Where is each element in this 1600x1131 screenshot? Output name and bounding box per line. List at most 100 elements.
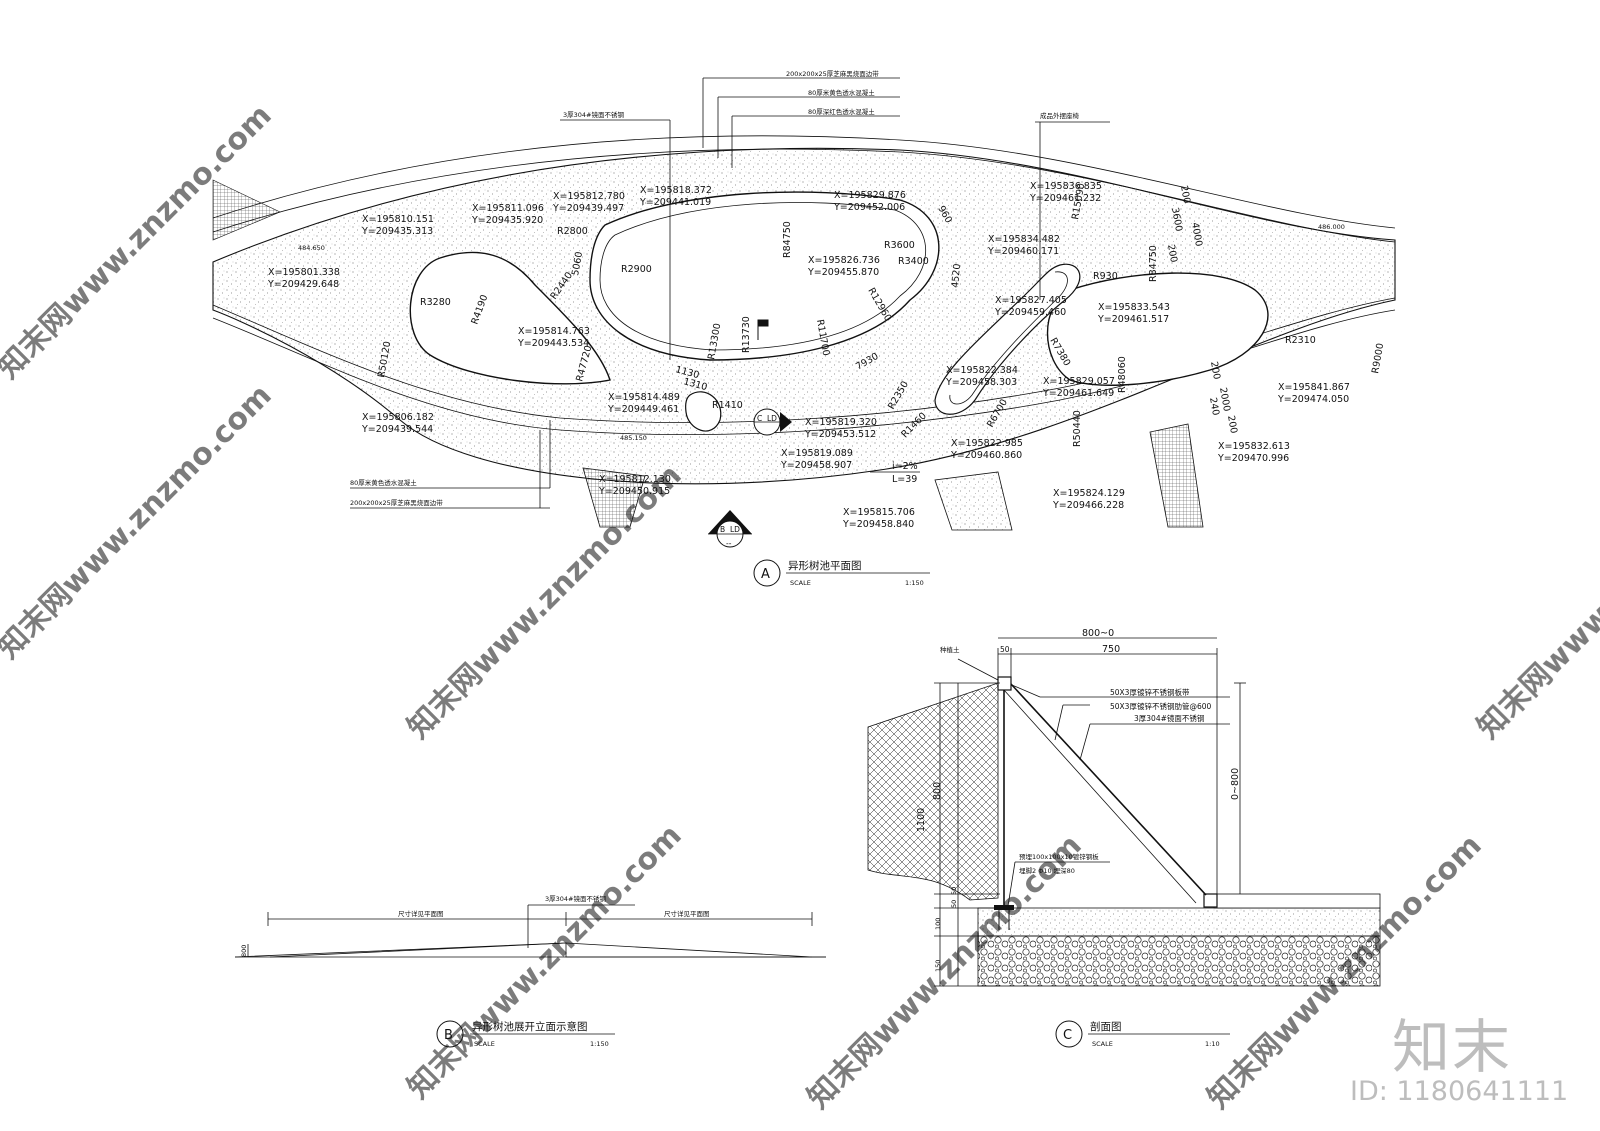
dim-label: i=2% <box>892 461 918 472</box>
coord-x: X=195827.405 <box>995 295 1067 306</box>
elevation-note: 3厚304#镜面不锈钢 <box>545 894 606 903</box>
coord-y: Y=209466.228 <box>1052 500 1124 511</box>
coord-x: X=195819.089 <box>781 448 853 459</box>
dim-label: 5060 <box>570 251 585 277</box>
svg-text:--: -- <box>726 539 732 548</box>
section-dim: 50 <box>1000 645 1010 654</box>
gravel-layer <box>977 935 1381 987</box>
corner-grid-patch <box>212 179 281 241</box>
dim-label: L=39 <box>892 474 917 485</box>
coord-x: X=195814.763 <box>518 326 590 337</box>
soil-wedge <box>867 682 999 901</box>
dim-label: 4000 <box>1189 222 1204 248</box>
svg-text:知末网www.znzmo.com: 知末网www.znzmo.com <box>1471 458 1600 746</box>
coord-y: Y=209461.649 <box>1042 388 1114 399</box>
asset-id: ID: 1180641111 <box>1350 1076 1569 1107</box>
coord-x: X=195815.706 <box>843 507 915 518</box>
svg-text:异形树池展开立面示意图: 异形树池展开立面示意图 <box>472 1020 588 1033</box>
svg-text:知末网www.znzmo.com: 知末网www.znzmo.com <box>401 818 689 1106</box>
band-inner-top <box>212 148 1396 243</box>
elevation-callout-b[interactable]: B LD -- <box>708 510 752 548</box>
elevation-dim-right: 尺寸详见平面图 <box>664 909 710 918</box>
title-a: A 异形树池平面图 SCALE 1:150 <box>753 559 930 587</box>
dim-label: 200 <box>1165 244 1179 264</box>
coord-y: Y=209435.313 <box>361 226 433 237</box>
coord-x: X=195814.489 <box>608 392 680 403</box>
svg-text:1:10: 1:10 <box>1205 1040 1220 1048</box>
section-dim: 1100 <box>916 808 927 832</box>
svg-text:SCALE: SCALE <box>474 1040 495 1048</box>
svg-text:知末网www.znzmo.com: 知末网www.znzmo.com <box>0 378 279 666</box>
radius-label: R13730 <box>741 316 752 353</box>
coord-y: Y=209460.171 <box>987 246 1059 257</box>
section-dim: 750 <box>1102 644 1120 655</box>
radius-label: R84750 <box>1148 245 1159 282</box>
section-dim: 0~800 <box>1230 768 1241 800</box>
svg-text:知末网www.znzmo.com: 知末网www.znzmo.com <box>401 458 689 746</box>
planter-small <box>685 391 722 432</box>
coord-y: Y=209461.517 <box>1097 314 1169 325</box>
planter-center <box>589 191 940 361</box>
coord-x: X=195832.613 <box>1218 441 1290 452</box>
coord-x: X=195841.867 <box>1278 382 1350 393</box>
svg-text:1:150: 1:150 <box>590 1040 609 1048</box>
coord-x: X=195836.835 <box>1030 181 1102 192</box>
seat-bench <box>934 263 1081 415</box>
radius-label: R84750 <box>782 221 793 258</box>
concrete-layer <box>977 907 1381 937</box>
elevation-dim-left: 尺寸详见平面图 <box>398 909 444 918</box>
coord-x: X=195812.780 <box>553 191 625 202</box>
band-outer-top <box>212 135 1396 229</box>
radius-label: R3600 <box>884 240 915 251</box>
svg-text:知末网www.znzmo.com: 知末网www.znzmo.com <box>0 98 279 386</box>
note-seat: 成品外摆座椅 <box>1040 111 1080 120</box>
coord-y: Y=209450.915 <box>598 486 670 497</box>
coord-y: Y=209458.907 <box>780 460 852 471</box>
section-dim: 150 <box>934 960 942 972</box>
section-c: 种植土 50X3厚镀锌不锈钢板带 50X3厚镀锌不锈钢肋管@600 3厚304#… <box>867 628 1381 987</box>
svg-text:C: C <box>1063 1028 1072 1043</box>
radius-label: R930 <box>1093 271 1118 282</box>
svg-text:A: A <box>761 567 770 582</box>
adjoining-path <box>1149 423 1204 528</box>
coord-y: Y=209461.232 <box>1029 193 1101 204</box>
section-embed: 埋脚2 Φ10 埋深80 <box>1019 866 1075 875</box>
section-dim: 50 <box>950 900 958 908</box>
dim-label: 3600 <box>1169 207 1184 233</box>
coord-y: Y=209455.870 <box>807 267 879 278</box>
coord-y: Y=209429.648 <box>267 279 339 290</box>
planter-center-inner <box>599 202 927 351</box>
note-yellow-top: 80厚米黄色透水混凝土 <box>808 88 875 97</box>
brand-logo-text: 知末 <box>1392 1013 1513 1081</box>
section-embed: 预埋100x100x10镀锌钢板 <box>1019 852 1099 861</box>
radius-label: R3280 <box>420 297 451 308</box>
radius-label: R48060 <box>1117 356 1128 393</box>
section-dim: 800 <box>932 782 943 800</box>
coord-x: X=195822.985 <box>951 438 1023 449</box>
section-note: 50X3厚镀锌不锈钢肋管@600 <box>1110 701 1211 711</box>
section-dim: 800~0 <box>1082 628 1114 639</box>
level-label: 484.650 <box>298 244 325 252</box>
section-callout-c[interactable]: C LD <box>753 408 792 436</box>
dim-label: 2000 <box>1217 387 1232 413</box>
coord-y: Y=209459.460 <box>994 307 1066 318</box>
coord-y: Y=209458.303 <box>945 377 1017 388</box>
coord-y: Y=209435.920 <box>471 215 543 226</box>
svg-text:LD: LD <box>767 414 777 423</box>
coord-x: X=195822.384 <box>946 365 1018 376</box>
title-c: C 剖面图 SCALE 1:10 <box>1055 1020 1230 1048</box>
adjoining-path <box>934 471 1013 531</box>
plan-a: C LD 200x200x25厚芝麻黑烧面边带 80厚米黄色透水混凝土 80厚深… <box>212 69 1396 548</box>
radius-label: R3400 <box>898 256 929 267</box>
svg-text:C: C <box>757 414 762 423</box>
coord-x: X=195811.096 <box>472 203 544 214</box>
svg-text:B: B <box>720 525 725 534</box>
note-edge-bottom: 200x200x25厚芝麻黑烧面边带 <box>350 498 443 507</box>
coord-x: X=195824.129 <box>1053 488 1125 499</box>
radius-label: R50440 <box>1072 410 1083 447</box>
radius-label: R2900 <box>621 264 652 275</box>
coord-y: Y=209458.840 <box>842 519 914 530</box>
dim-label: 4520 <box>950 263 963 288</box>
title-b: B 异形树池展开立面示意图 SCALE 1:150 <box>436 1020 615 1048</box>
